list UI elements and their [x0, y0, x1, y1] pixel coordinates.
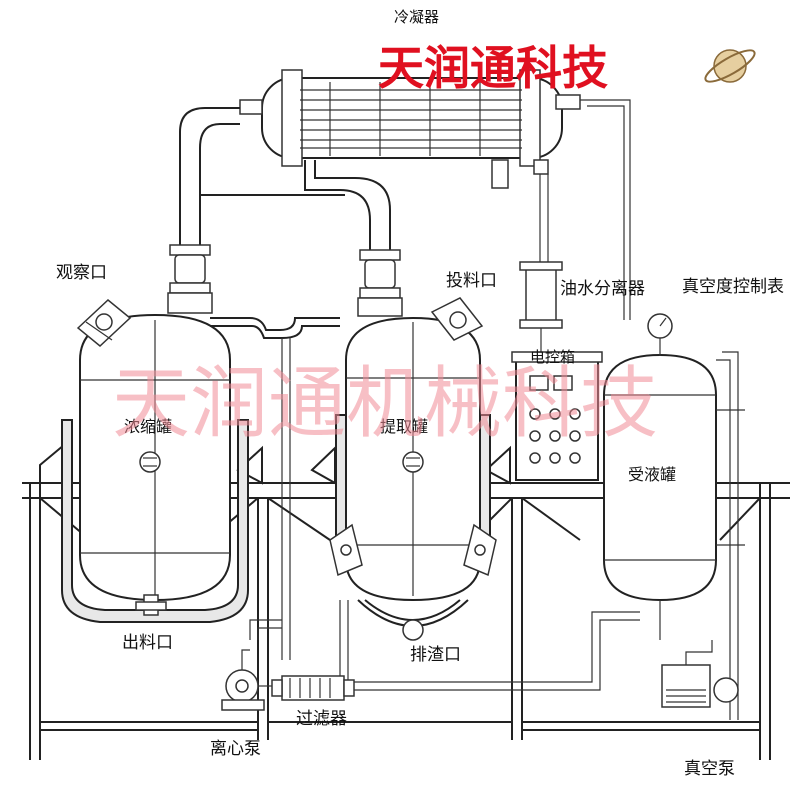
- condenser: [239, 69, 581, 189]
- sight-glass-left: [167, 244, 213, 314]
- watermark-text: 天润通机械科技: [112, 359, 658, 449]
- concentration-tank-label: 浓缩罐: [124, 417, 172, 436]
- feed-port-hatch: [430, 297, 484, 341]
- filter: [271, 675, 355, 701]
- oil-water-separator-label: 油水分离器: [560, 279, 645, 299]
- sight-port-hatch: [76, 299, 132, 347]
- extraction-tank-label: 提取罐: [380, 417, 428, 436]
- oil-water-separator: [519, 261, 563, 352]
- extraction-tank: [329, 316, 497, 641]
- vacuum-pump-label: 真空泵: [684, 759, 735, 779]
- sight-glass-right: [357, 249, 403, 317]
- brand-title: 天润通科技: [378, 41, 608, 95]
- receiving-tank-label: 受液罐: [628, 465, 676, 484]
- centrifugal-pump-label: 离心泵: [210, 739, 261, 759]
- condenser-label: 冷凝器: [394, 8, 439, 26]
- sight-port-label: 观察口: [56, 263, 107, 283]
- centrifugal-pump: [221, 649, 272, 711]
- receiving-tank: [603, 351, 745, 720]
- control-box-label: 电控箱: [530, 348, 575, 366]
- feed-port-label: 投料口: [446, 271, 497, 291]
- slag-outlet-label: 排渣口: [410, 645, 461, 665]
- discharge-port-label: 出料口: [122, 633, 173, 653]
- control-box: [511, 351, 603, 481]
- saturn-planet-icon: [704, 49, 756, 83]
- vacuum-gauge-label: 真空度控制表: [682, 277, 784, 297]
- filter-label: 过滤器: [296, 709, 347, 729]
- vapour-pipes: [179, 99, 631, 320]
- transfer-pipes: [210, 317, 640, 691]
- vacuum-gauge-icon: [647, 313, 673, 356]
- vacuum-pump: [661, 640, 739, 708]
